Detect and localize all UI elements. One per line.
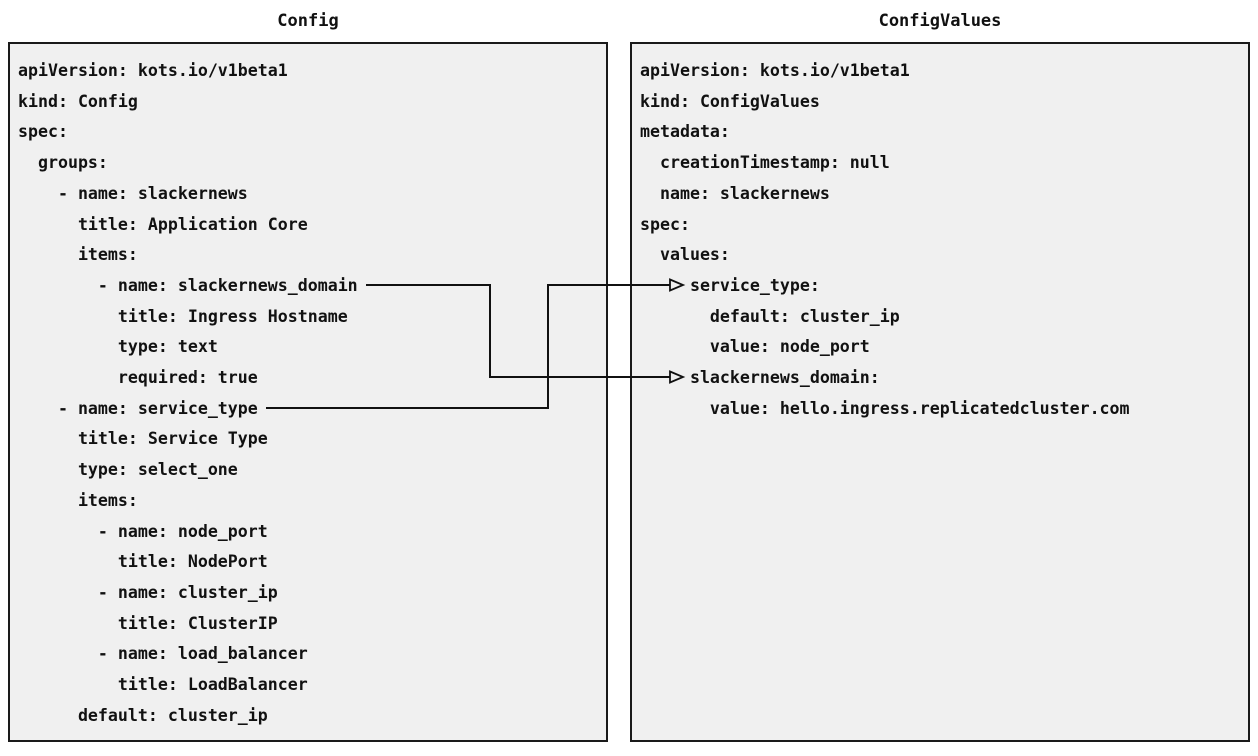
config-panel: apiVersion: kots.io/v1beta1 kind: Config… [8, 42, 608, 742]
configvalues-panel: apiVersion: kots.io/v1beta1 kind: Config… [630, 42, 1250, 742]
config-yaml-code: apiVersion: kots.io/v1beta1 kind: Config… [18, 61, 358, 725]
configvalues-panel-title: ConfigValues [878, 11, 1002, 31]
config-panel-title: Config [277, 11, 339, 31]
configvalues-yaml-code: apiVersion: kots.io/v1beta1 kind: Config… [640, 61, 1130, 418]
